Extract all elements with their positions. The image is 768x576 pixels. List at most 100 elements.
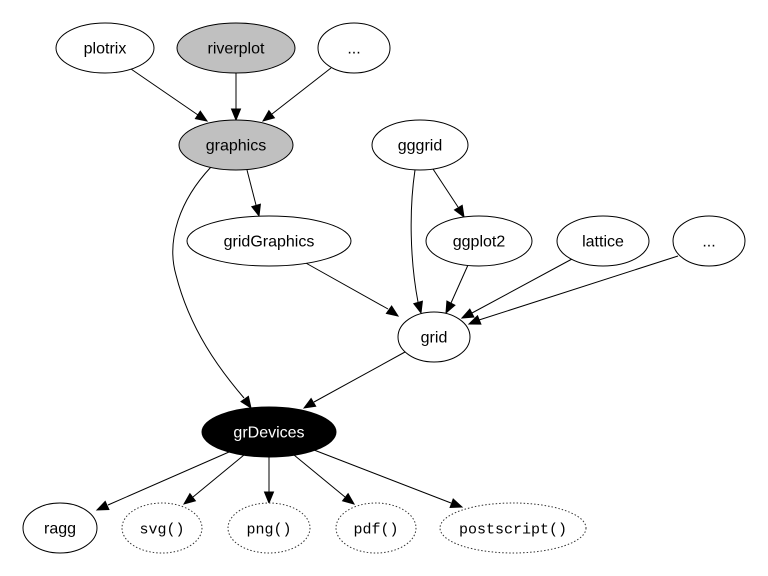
node-lattice: lattice (556, 215, 650, 267)
node-riverplot: riverplot (176, 22, 296, 74)
node-ggplot2: ggplot2 (425, 215, 533, 267)
edge-etc1-to-graphics (261, 67, 332, 122)
node-etc2: ... (672, 215, 746, 267)
edge-line (130, 68, 199, 116)
node-label: ggplot2 (453, 234, 506, 251)
arrowhead-icon (250, 203, 261, 218)
arrowhead-icon (341, 492, 356, 505)
node-ellipse (397, 311, 471, 363)
edge-line (410, 169, 419, 303)
node-ellipse (22, 502, 98, 554)
node-label: plotrix (84, 41, 127, 58)
edge-gridGraphics-to-grid (303, 261, 400, 317)
arrowhead-icon (230, 108, 242, 122)
arrowhead-icon (194, 110, 209, 122)
node-postscript: postscript() (439, 502, 587, 554)
node-label: ... (702, 234, 715, 251)
node-ellipse (371, 119, 469, 171)
arrowhead-icon (453, 204, 465, 219)
edge-grDevices-to-svg (182, 454, 245, 505)
edge-grDevices-to-png (263, 457, 275, 505)
node-label: graphics (206, 138, 266, 155)
edge-plotrix-to-graphics (130, 68, 209, 122)
node-ellipse (176, 22, 296, 74)
node-ellipse (55, 22, 155, 74)
node-svg: svg() (121, 502, 203, 554)
node-png: png() (227, 502, 311, 554)
arrowhead-icon (385, 305, 400, 317)
edge-etc2-to-grid (467, 255, 679, 325)
edge-line (246, 169, 257, 206)
node-etc1: ... (317, 22, 391, 74)
node-label: grid (421, 330, 448, 347)
node-ellipse (227, 502, 311, 554)
node-ellipse (186, 215, 352, 267)
arrowhead-icon (182, 492, 197, 505)
node-gggrid: gggrid (371, 119, 469, 171)
edge-grid-to-grDevices (302, 351, 406, 409)
edge-line (271, 67, 332, 115)
edge-line (478, 255, 679, 321)
arrowhead-icon (263, 491, 275, 505)
node-label: ragg (44, 521, 76, 538)
node-ellipse (672, 215, 746, 267)
arrowhead-icon (467, 314, 482, 325)
arrowhead-icon (240, 395, 252, 410)
node-label: lattice (582, 234, 624, 251)
node-ellipse (439, 502, 587, 554)
edge-line (172, 166, 245, 399)
edge-grDevices-to-postscript (313, 449, 464, 509)
edge-line (192, 454, 245, 498)
edge-gggrid-to-grid (410, 169, 423, 315)
edge-line (313, 449, 452, 504)
node-label: grDevices (233, 425, 304, 442)
arrowhead-icon (445, 300, 456, 315)
edge-line (471, 258, 573, 314)
node-ellipse (178, 119, 294, 171)
node-graphics: graphics (178, 119, 294, 171)
node-label: png() (246, 522, 291, 539)
arrowhead-icon (449, 498, 464, 509)
node-ellipse (556, 215, 650, 267)
edge-ggplot2-to-grid (445, 264, 469, 315)
arrowhead-icon (95, 500, 110, 511)
edge-line (293, 454, 346, 498)
node-grDevices: grDevices (201, 406, 337, 458)
node-ellipse (121, 502, 203, 554)
nodes-layer: plotrix riverplot... graphics gggrid gridGra… (22, 22, 746, 554)
node-pdf: pdf() (335, 502, 417, 554)
edge-line (107, 451, 230, 506)
edge-line (432, 168, 459, 208)
edge-riverplot-to-graphics (230, 73, 242, 122)
node-ragg: ragg (22, 502, 98, 554)
node-label: svg() (139, 522, 184, 539)
arrowhead-icon (412, 300, 423, 315)
edge-graphics-to-gridGraphics (246, 169, 261, 218)
node-label: gggrid (398, 138, 442, 155)
node-label: pdf() (353, 522, 398, 539)
node-gridGraphics: gridGraphics (186, 215, 352, 267)
edge-graphics-to-grDevices (172, 166, 252, 410)
arrowhead-icon (460, 308, 475, 319)
node-grid: grid (397, 311, 471, 363)
edge-line (313, 351, 406, 403)
edge-lattice-to-grid (460, 258, 573, 319)
node-label: postscript() (459, 522, 567, 539)
edge-grDevices-to-pdf (293, 454, 356, 505)
node-ellipse (201, 406, 337, 458)
node-ellipse (335, 502, 417, 554)
node-label: gridGraphics (224, 234, 315, 251)
node-label: ... (347, 41, 360, 58)
edge-grDevices-to-ragg (95, 451, 230, 511)
edge-line (303, 261, 389, 310)
node-label: riverplot (208, 41, 265, 58)
edge-gggrid-to-ggplot2 (432, 168, 465, 219)
edges-layer (95, 67, 679, 511)
node-ellipse (425, 215, 533, 267)
edge-line (450, 264, 469, 304)
node-plotrix: plotrix (55, 22, 155, 74)
arrowhead-icon (261, 109, 276, 122)
node-ellipse (317, 22, 391, 74)
arrowhead-icon (302, 397, 317, 409)
